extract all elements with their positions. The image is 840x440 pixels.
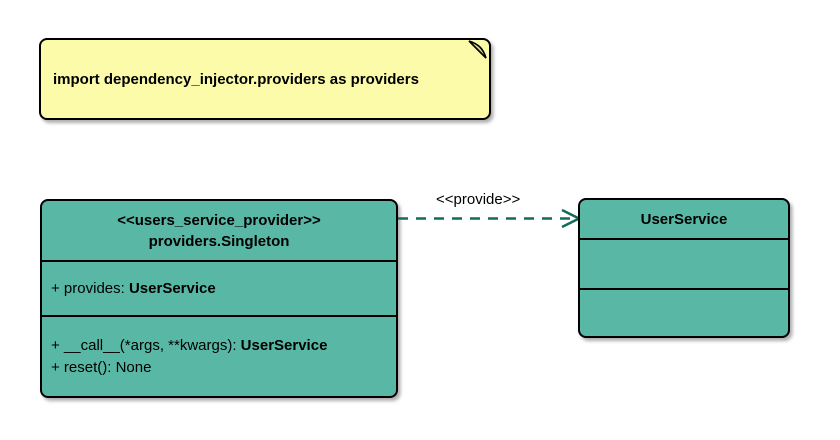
note-fold-icon — [468, 40, 487, 59]
method-reset-text: + reset(): None — [51, 358, 152, 376]
provider-class-name: providers.Singleton — [148, 232, 290, 250]
method-reset: + reset(): None — [51, 357, 396, 379]
attribute-provides-type: UserService — [128, 280, 216, 297]
class-providers-singleton: <<users_service_provider>> providers.Sin… — [40, 199, 398, 398]
import-note: import dependency_injector.providers as … — [39, 38, 491, 120]
attribute-provides-text: + provides: — [51, 280, 129, 297]
userservice-methods-compartment — [580, 288, 788, 336]
method-call-type: UserService — [240, 336, 328, 354]
provider-class-attributes-compartment: + provides: UserService — [42, 260, 396, 315]
provider-class-title-compartment: <<users_service_provider>> providers.Sin… — [42, 201, 396, 260]
userservice-attributes-compartment — [580, 238, 788, 288]
provide-edge-label: <<provide>> — [436, 191, 521, 208]
method-call-text: + __call__(*args, **kwargs): — [51, 336, 241, 354]
method-call: + __call__(*args, **kwargs): UserService — [51, 335, 396, 357]
userservice-title-compartment: UserService — [580, 200, 788, 238]
provider-class-stereotype: <<users_service_provider>> — [117, 211, 321, 229]
provider-class-methods-compartment: + __call__(*args, **kwargs): UserService… — [42, 315, 396, 396]
class-userservice: UserService — [578, 198, 790, 338]
attribute-provides: + provides: UserService — [51, 280, 396, 297]
import-note-text: import dependency_injector.providers as … — [53, 70, 419, 88]
userservice-class-name: UserService — [640, 210, 728, 228]
